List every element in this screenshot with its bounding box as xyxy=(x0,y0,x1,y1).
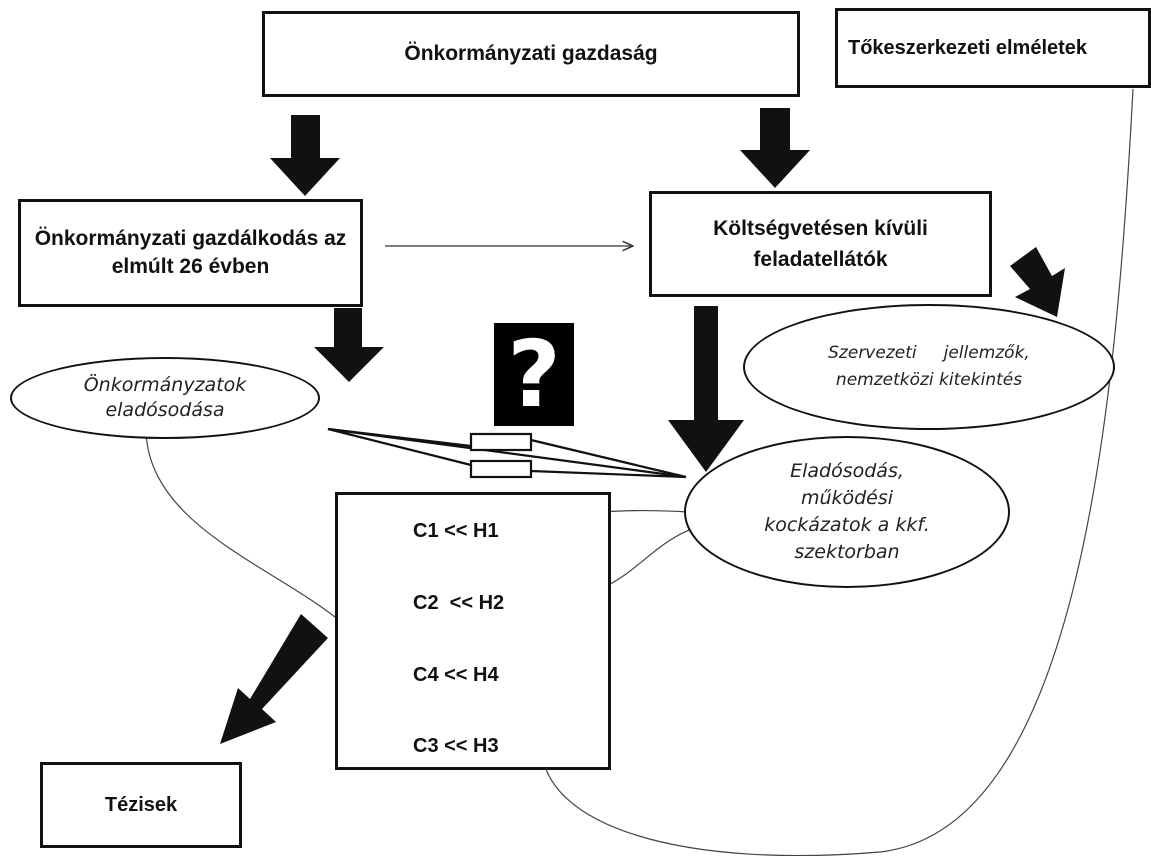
ellipse-organizational-label: Szervezeti jellemzők, nemzetközi kitekin… xyxy=(828,342,1036,390)
ellipse-debt-operational-risks: Eladósodás, működési kockázatok a kkf. s… xyxy=(684,436,1010,588)
hypothesis-c1-h1: C1 << H1 xyxy=(413,520,499,542)
box-municipal-management-label: Önkormányzati gazdálkodás az elmúlt 26 é… xyxy=(34,226,347,278)
box-off-budget-providers: Költségvetésen kívüli feladatellátók xyxy=(649,191,992,297)
box-hypotheses xyxy=(335,492,611,770)
down-arrow-icon xyxy=(668,306,744,472)
hypothesis-c3-h3: C3 << H3 xyxy=(413,735,499,757)
ellipse-municipal-debt-label: Önkormányzatok eladósodása xyxy=(83,374,247,421)
hypothesis-c2-h2: C2 << H2 xyxy=(413,592,505,614)
question-mark-icon: ? xyxy=(494,321,574,428)
ellipse-organizational-traits: Szervezeti jellemzők, nemzetközi kitekin… xyxy=(743,304,1115,430)
box-municipal-economy: Önkormányzati gazdaság xyxy=(262,11,800,97)
down-arrow-icon xyxy=(270,115,340,196)
box-off-budget-label: Költségvetésen kívüli feladatellátók xyxy=(713,216,928,272)
box-theses: Tézisek xyxy=(40,762,242,848)
box-capital-structure-label: Tőkeszerkezeti elméletek xyxy=(848,36,1088,59)
diagonal-arrow-icon xyxy=(1010,247,1065,317)
down-arrow-icon xyxy=(314,308,384,382)
box-municipal-economy-label: Önkormányzati gazdaság xyxy=(404,42,658,65)
box-capital-structure-theories: Tőkeszerkezeti elméletek xyxy=(835,8,1151,88)
question-mark-glyph: ? xyxy=(507,321,561,428)
box-municipal-management: Önkormányzati gazdálkodás az elmúlt 26 é… xyxy=(18,199,363,307)
down-arrow-icon xyxy=(740,108,810,188)
box-theses-label: Tézisek xyxy=(104,793,178,816)
ellipse-municipal-debt: Önkormányzatok eladósodása xyxy=(10,357,320,439)
cross-connector xyxy=(327,427,687,479)
diagonal-arrow-icon xyxy=(220,614,328,744)
hypothesis-c4-h4: C4 << H4 xyxy=(413,664,499,686)
ellipse-debt-risks-label: Eladósodás, működési kockázatok a kkf. s… xyxy=(764,460,930,563)
